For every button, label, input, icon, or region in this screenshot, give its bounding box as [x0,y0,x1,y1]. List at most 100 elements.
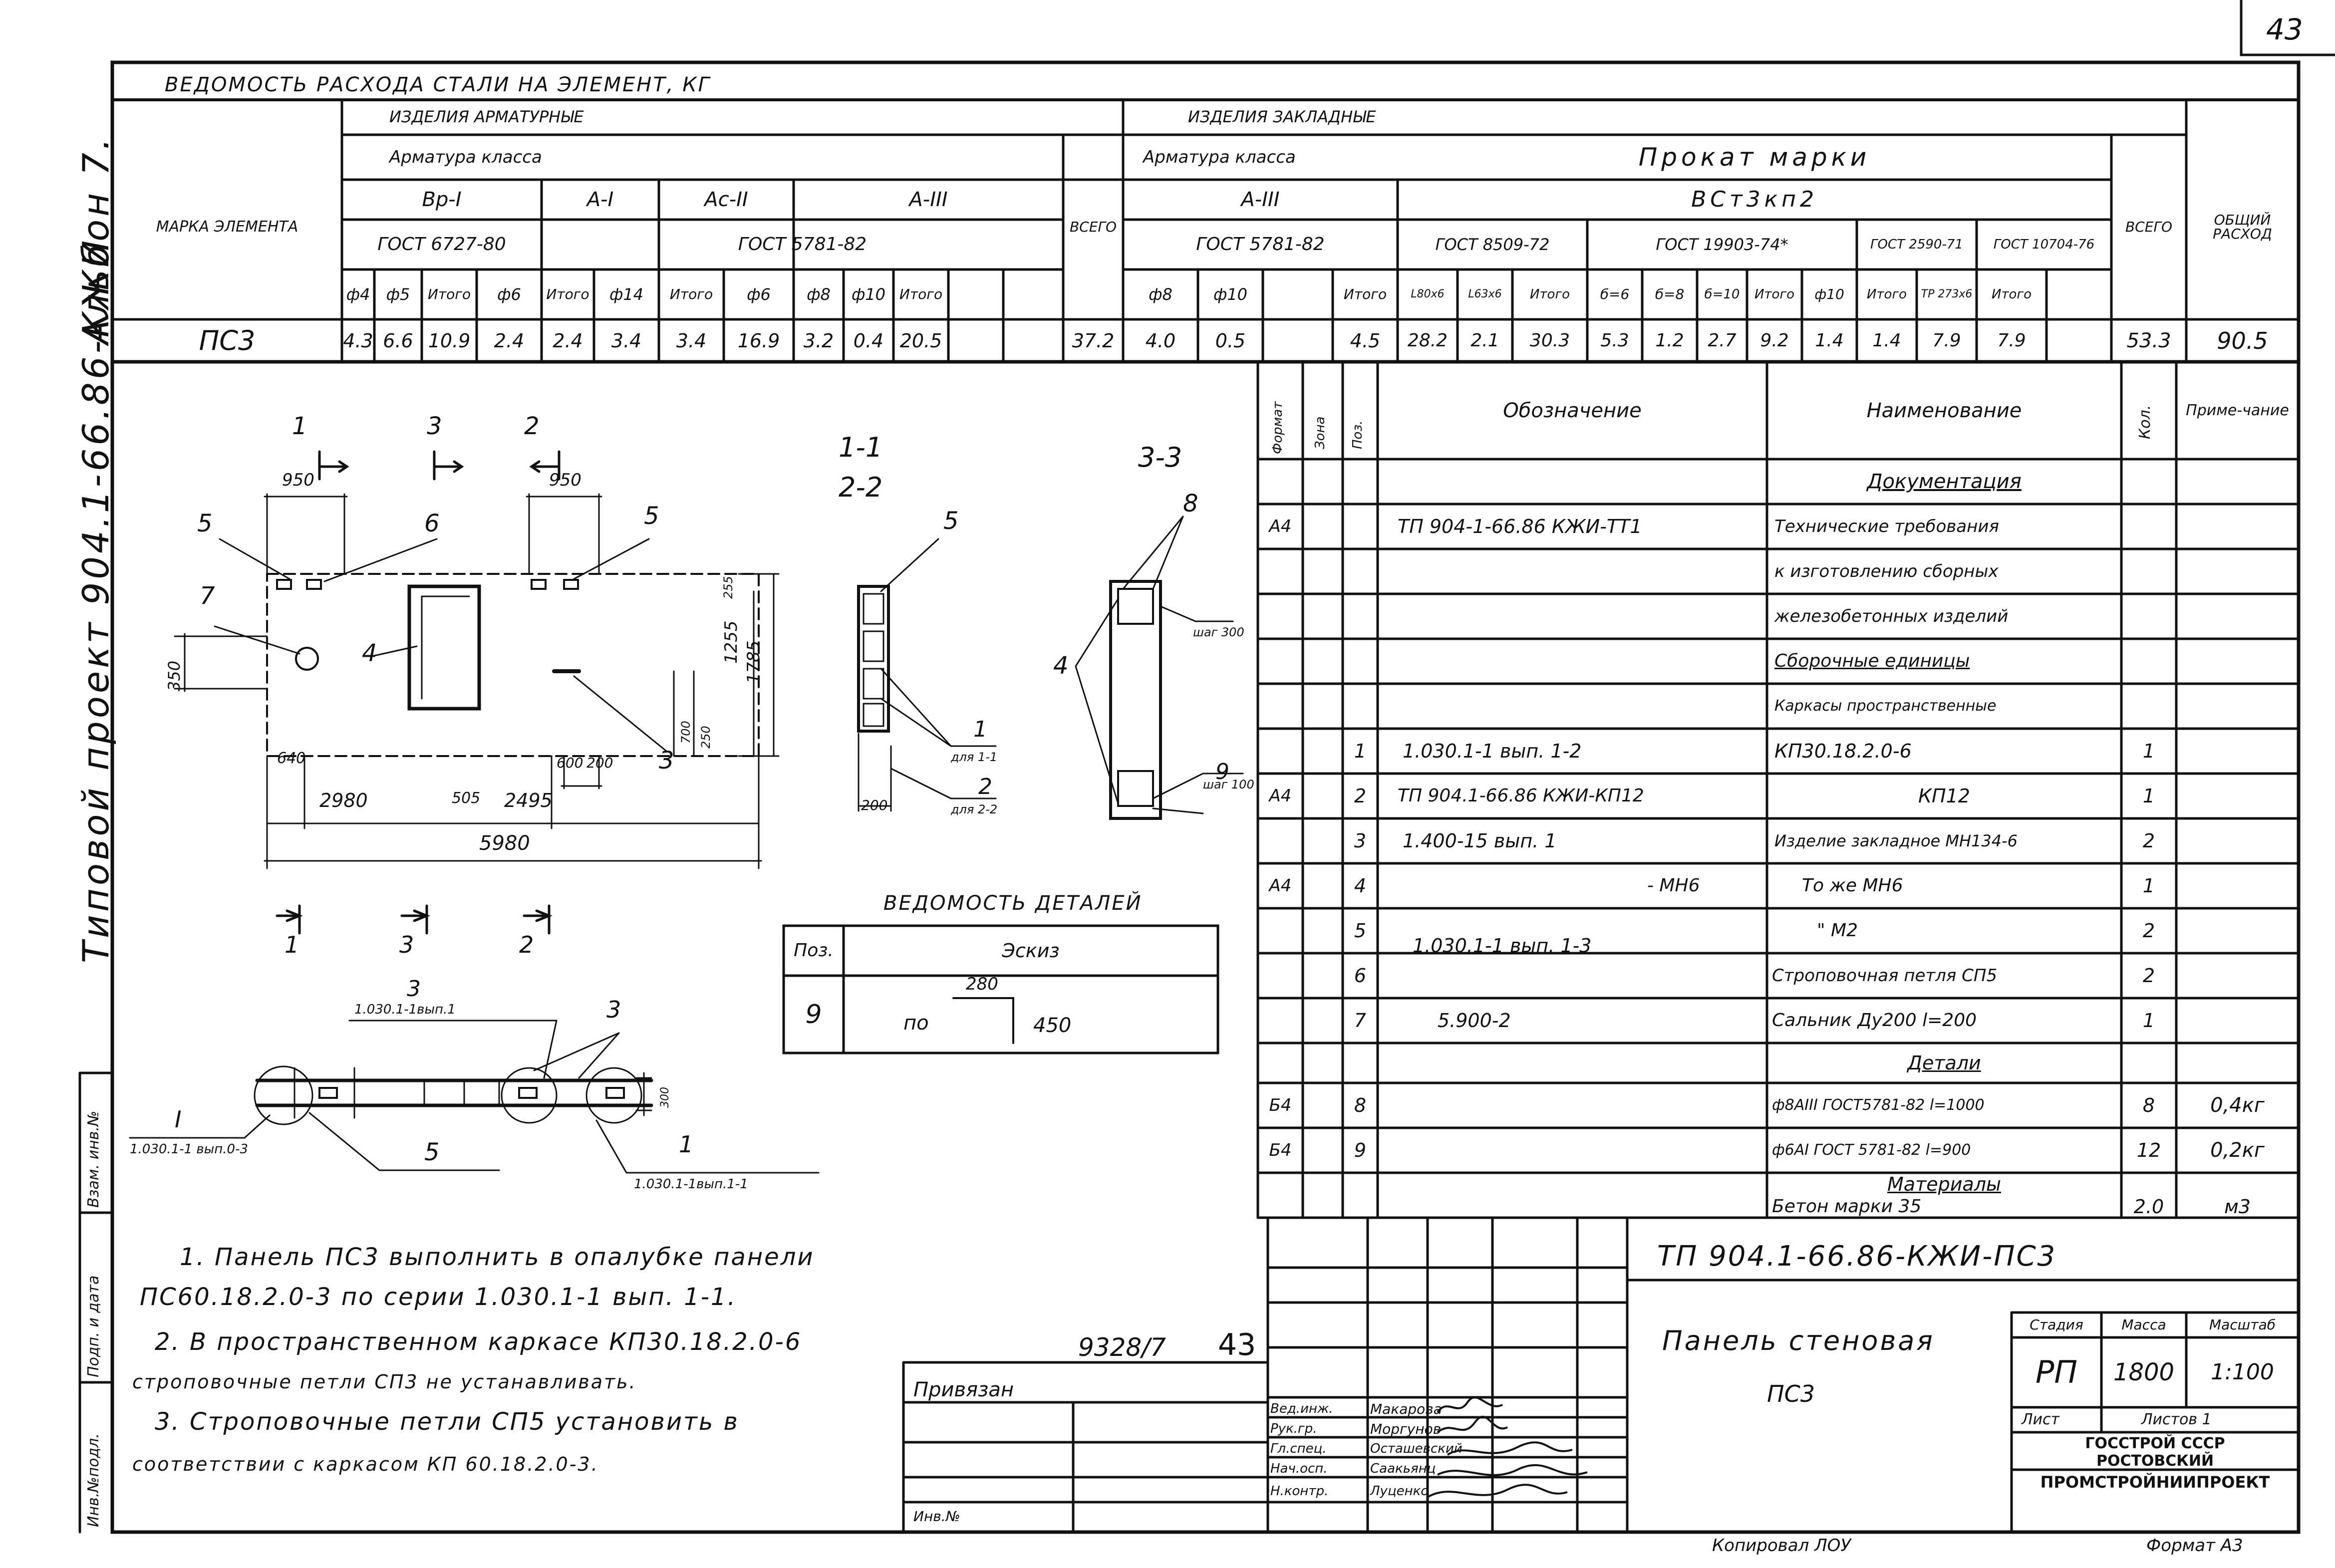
plan-label: I [175,1106,182,1133]
format-label: Формат А3 [2146,1536,2243,1556]
spec-qty: 1 [2142,1010,2155,1032]
leader-label: 5 [943,507,959,535]
col-header: ф8 [807,285,831,304]
col-header: L80х6 [1411,288,1445,300]
dim-label: 2495 [504,789,553,811]
leader-note: шаг 300 [1193,625,1244,639]
spec-qty: 2 [2142,965,2155,987]
row-value: 3.4 [676,329,707,352]
leader-label: 3 [427,412,442,440]
section-2-2-label: 2-2 [839,472,883,503]
spec-name: КП30.18.2.0-6 [1774,740,1912,762]
col-header: Итого [1991,287,2032,302]
col-header: Итого [1866,287,1907,302]
details-row-pos: 9 [805,999,822,1030]
vsego-reinf: ВСЕГО [1069,219,1117,235]
stamp-sheets: Листов 1 [2141,1411,2212,1428]
spec-fmt: Б4 [1269,1095,1292,1115]
details-dim-a: 280 [966,974,998,994]
spec-name: Бетон марки 35 [1772,1196,1922,1217]
row-value: 7.9 [1932,330,1961,351]
spec-name: Технические требования [1774,517,1999,536]
dim-label: 5980 [479,832,530,855]
row-value: 7.9 [1997,330,2026,351]
spec-name: Строповочная петля СП5 [1772,966,1998,986]
section-1-1-label: 1-1 [839,432,883,463]
leader-note: для 1-1 [951,750,998,764]
leader-label: 7 [200,582,215,610]
details-header-sketch: Эскиз [1002,940,1060,962]
spec-name: То же МН6 [1802,875,1903,896]
row-value: 1.4 [1872,330,1901,351]
note-line: 3. Строповочные петли СП5 установить в [155,1408,739,1436]
stamp-mass-header: Масса [2121,1316,2166,1333]
spec-des: 1.030.1-1 вып. 1-3 [1413,935,1592,957]
leader-label: 4 [1053,652,1069,680]
spec-pos: 2 [1354,785,1367,807]
row-value: 4.3 [343,329,373,352]
row-value: 3.4 [611,329,642,352]
class-a3: А-III [909,188,948,211]
stamp-role: Вед.инж. [1270,1401,1333,1416]
note-line: 1. Панель ПС3 выполнить в опалубке панел… [180,1243,815,1271]
stamp-title: Панель стеновая [1662,1325,1935,1356]
total-header: ОБЩИЙ РАСХОД [2213,212,2272,242]
spec-des: ТП 904.1-66.86 КЖИ-КП12 [1398,785,1644,806]
col-header: Итого [899,286,943,302]
spec-note: 0,4кг [2210,1094,2265,1117]
spec-pos: 7 [1354,1010,1367,1032]
col-header: Итого [1754,287,1795,302]
spec-name: Документация [1867,470,2022,493]
col-header: б=6 [1600,286,1630,302]
spec-name: Материалы [1887,1173,2001,1195]
row-value: 2.4 [553,329,583,352]
stamp-scale: 1:100 [2211,1359,2274,1385]
plan-label: 1.030.1-1вып.1-1 [634,1177,748,1192]
ref-number: 9328/7 [1078,1333,1166,1362]
row-value: 4.5 [1350,329,1381,352]
plan-label: 1.030.1-1 вып.0-3 [130,1142,249,1157]
col-header: Итого [1343,286,1387,302]
spec-fmt: А4 [1269,876,1292,896]
plan-label: 1 [679,1131,694,1158]
leader-label: 9 [1215,759,1229,784]
row-value: 16.9 [737,329,780,352]
vsego-embed: ВСЕГО [2125,219,2173,235]
spec-qty: 2 [2142,920,2155,942]
leader-label: 1 [973,717,987,742]
spec-qty: 1 [2142,875,2155,897]
spec-pos: 1 [1354,740,1367,762]
spec-des: 1.400-15 вып. 1 [1403,830,1557,852]
spec-des: 1.030.1-1 вып. 1-2 [1403,740,1582,762]
row-value: 28.2 [1407,330,1448,351]
group-reinf: ИЗДЕЛИЯ АРМАТУРНЫЕ [389,107,584,126]
col-header: Итого [669,286,713,302]
row-value: 30.3 [1529,330,1570,351]
spec-des: 5.900-2 [1438,1010,1511,1032]
plan-label: 1.030.1-1вып.1 [354,1002,456,1017]
row-value: 4.0 [1145,329,1176,352]
details-title: ВЕДОМОСТЬ ДЕТАЛЕЙ [883,892,1143,915]
details-row-prefix: по [903,1012,929,1035]
cut-mark-label: 2 [519,931,534,958]
note-line: 2. В пространственном каркасе КП30.18.2.… [155,1328,802,1356]
stamp-person: Осташевский [1370,1441,1462,1456]
row-value: 6.6 [383,329,413,352]
col-header: Итого [546,286,589,302]
col-header: ф8 [1149,285,1172,304]
spec-header-note: Приме-чание [2186,401,2289,419]
spec-note: 0,2кг [2210,1139,2265,1162]
plan-label: 5 [424,1138,440,1166]
row-value: 3.2 [803,329,834,352]
row-value: 2.4 [494,329,525,352]
dim-label: 640 [277,750,306,767]
row-value: 1.4 [1815,330,1844,351]
stamp-stage: РП [2035,1354,2077,1390]
spec-name: Сальник Ду200 l=200 [1772,1010,1977,1031]
row-value: 90.5 [2217,327,2268,354]
col-header: ф4 [346,285,370,304]
rolled-label: Прокат марки [1638,143,1871,172]
spec-fmt: А4 [1269,517,1292,536]
leader-label: 5 [197,510,213,537]
